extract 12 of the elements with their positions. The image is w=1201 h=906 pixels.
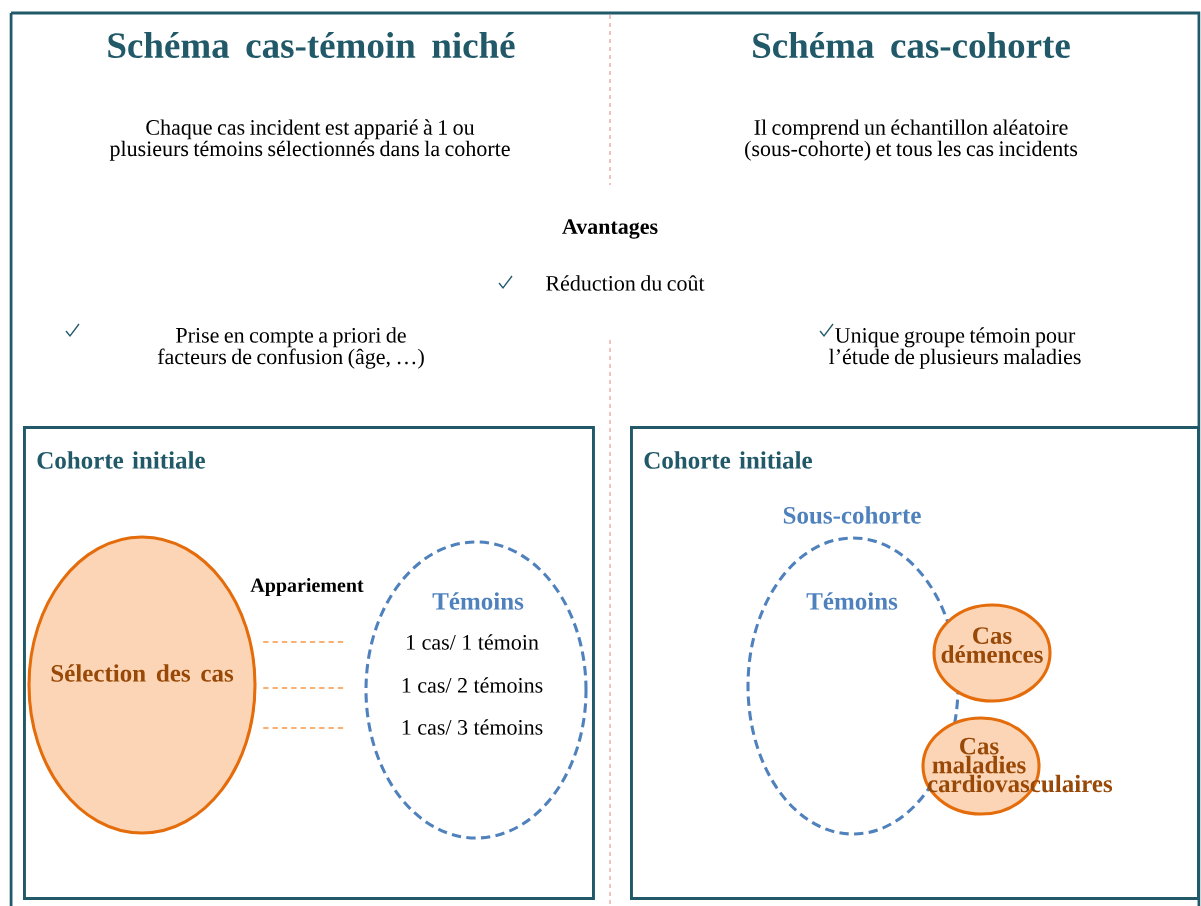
section-heading: Avantages bbox=[562, 219, 658, 239]
advantage-text: Prise en compte a priori de facteurs de confusion (âge, …) bbox=[157, 327, 424, 369]
dashed-line bbox=[262, 727, 344, 729]
node-label: Sous-cohorte bbox=[783, 506, 921, 524]
description-text: Il comprend un échantillon aléatoire (sous-cohorte) et tous les cas incidents bbox=[745, 119, 1078, 161]
title: Schéma cas-cohorte bbox=[753, 31, 1070, 59]
advantage-text: Réduction du coût bbox=[546, 275, 705, 291]
advantage-text: Unique groupe témoin pour l’étude de plusieurs maladies bbox=[829, 327, 1081, 369]
dashed-line bbox=[262, 641, 344, 643]
description-text: Chaque cas incident est apparié à 1 ou plusieurs témoins sélectionnés dans la cohorte bbox=[109, 119, 510, 161]
title: Schéma cas-témoin niché bbox=[108, 31, 515, 59]
dashed-line bbox=[262, 687, 344, 689]
